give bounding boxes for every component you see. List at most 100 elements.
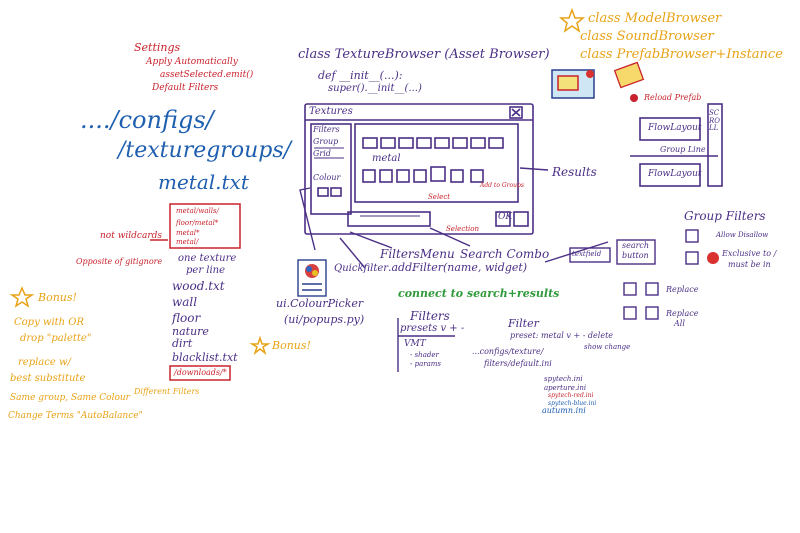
bonus-mid-label: Bonus! — [272, 339, 311, 352]
opposite-note: Opposite of gitignore — [76, 257, 163, 266]
star-icon — [249, 335, 271, 356]
config-path: ...configs/texture/ — [472, 347, 544, 356]
search-button-label: button — [622, 251, 649, 260]
group-file-name: blacklist.txt — [172, 351, 238, 364]
select-note: Select — [428, 193, 451, 201]
bonus-stars — [9, 7, 586, 356]
search-combo-label: Search Combo — [460, 247, 550, 261]
flowlayout-box-2 — [639, 163, 701, 187]
config-path: filters/default.ini — [484, 359, 552, 368]
group-file-header: metal/walls/ — [176, 207, 219, 215]
reload-prefab-label: Reload Prefab — [644, 93, 702, 102]
add-group-note: Add to Groups — [480, 182, 524, 189]
window-title: Textures — [309, 106, 353, 117]
class-texture-line: def __init__(...): — [318, 69, 403, 82]
bonus-left-line: Same group, Same Colour — [10, 393, 130, 403]
bonus-left-title: Bonus! — [38, 291, 77, 304]
not-wildcards-note: not wildcards — [100, 231, 163, 241]
search-button-label: search — [622, 241, 650, 250]
star-icon — [558, 7, 586, 33]
prefab-icon — [613, 61, 645, 102]
connector-arrows — [299, 167, 609, 269]
group-filter-sketch — [623, 229, 719, 320]
group-file-name: wood.txt — [172, 279, 225, 293]
allow-disallow-label: Allow Disallow — [716, 231, 769, 239]
filter-note: show change — [584, 343, 631, 351]
replace-all-label: All — [674, 319, 685, 328]
filters-panel-title: Filters — [410, 309, 450, 323]
texture-browser-window — [304, 103, 534, 235]
browser-class-line: class SoundBrowser — [580, 29, 714, 44]
replace-all-label: Replace — [666, 309, 699, 318]
downloads-box — [169, 365, 231, 381]
flowlayout-box-1 — [639, 117, 701, 141]
exclusive-label: Exclusive to / — [722, 249, 777, 258]
filters-menu-label: FiltersMenu — [380, 247, 455, 261]
colour-picker-icon — [297, 259, 327, 297]
window-sidebar — [310, 123, 352, 215]
flowlayout-label: FlowLayout — [648, 123, 702, 133]
group-file-item: metal* — [176, 229, 200, 237]
settings-line: assetSelected.emit() — [160, 70, 254, 80]
bonus-left-other: Different Filters — [134, 387, 200, 396]
colour-picker-path: (ui/popups.py) — [284, 313, 365, 326]
filters-menu-arrow — [349, 231, 393, 249]
group-file-item: floor/metal* — [176, 219, 219, 227]
ini-file: spytech.ini — [544, 375, 583, 383]
window-sidebar-grid: Grid — [313, 149, 331, 158]
scroll-label: SCROLL — [709, 109, 721, 133]
prefab-layout — [630, 103, 723, 187]
group-file-name: floor — [172, 311, 201, 325]
bonus-left-line: best substitute — [10, 373, 86, 384]
filters-item: - params — [410, 360, 441, 368]
flowlayout-label: FlowLayout — [648, 169, 702, 179]
colour-picker-arrow — [299, 187, 316, 251]
browser-class-line: class ModelBrowser — [588, 11, 722, 26]
ini-file: spytech-blue.ini — [548, 400, 597, 407]
search-button-sketch — [569, 239, 656, 265]
results-arrow — [519, 167, 549, 171]
replace-label: Replace — [666, 285, 699, 294]
settings-line: Apply Automatically — [146, 57, 238, 67]
window-sidebar-colour: Colour — [313, 173, 341, 182]
group-file-frame — [169, 203, 241, 249]
quickfilter-label: Quickfilter — [334, 263, 389, 274]
config-path-line: /texturegroups/ — [118, 138, 292, 163]
ok-box — [495, 211, 511, 227]
class-texture-line: class TextureBrowser (Asset Browser) — [298, 47, 550, 62]
bonus-left-line: Change Terms "AutoBalance" — [8, 411, 143, 421]
group-file-name: wall — [172, 295, 198, 309]
filters-panel-sketch — [397, 318, 455, 372]
add-filter-label: .addFilter(name, widget) — [388, 261, 528, 274]
search-combo-arrow — [429, 227, 471, 247]
group-file-name: dirt — [172, 337, 193, 350]
results-label: Results — [552, 165, 597, 179]
filters-presets: presets v + - — [400, 323, 465, 334]
colour-picker-label: ui.ColourPicker — [276, 297, 364, 310]
connect-label: connect to search+results — [398, 287, 560, 300]
one-texture-note: one texture — [178, 253, 237, 264]
window-sidebar-filters: Filters — [313, 125, 340, 134]
ini-file: spytech-red.ini — [548, 392, 594, 399]
group-file-name: nature — [172, 325, 209, 338]
one-texture-note: per line — [186, 265, 226, 276]
textfield-arrow — [544, 241, 609, 263]
selection-note: Selection — [446, 225, 480, 233]
filters-item: - shader — [410, 351, 439, 359]
config-path-line: ..../configs/ — [80, 106, 214, 134]
search-combo-sketch — [347, 211, 431, 227]
filters-item: VMT — [404, 339, 426, 349]
scroll-bar — [707, 103, 723, 187]
filter-label: Filter — [508, 317, 539, 330]
bonus-left-line: replace w/ — [18, 357, 71, 368]
window-sidebar-group: Group — [313, 137, 339, 146]
cancel-box — [513, 211, 529, 227]
browser-class-line: class PrefabBrowser+Instance — [580, 47, 783, 62]
filter-line: preset: metal v + - delete — [510, 331, 614, 340]
group-file-item: metal/ — [176, 238, 199, 246]
quickfilter-arrow — [339, 237, 366, 269]
bonus-left-line: Copy with OR — [14, 317, 85, 328]
settings-line: Default Filters — [152, 83, 219, 93]
textfield-label: textfield — [572, 250, 602, 258]
